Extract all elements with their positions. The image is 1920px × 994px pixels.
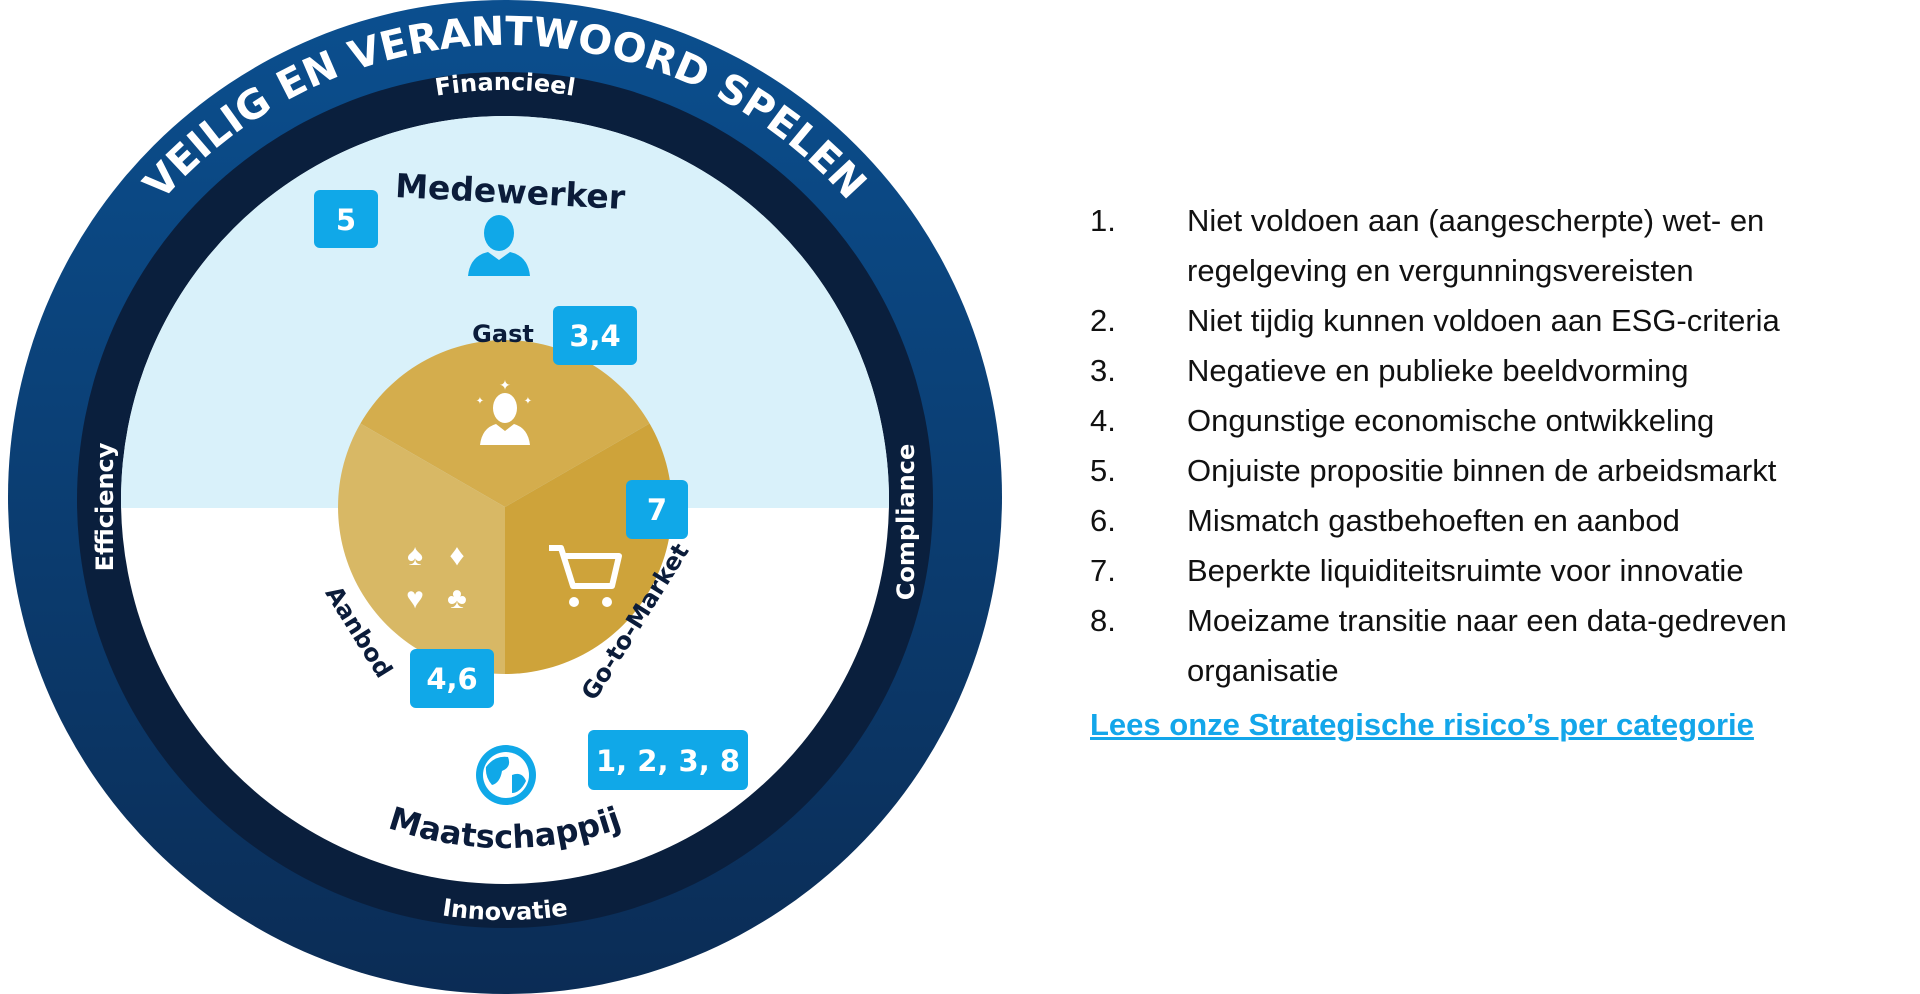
risk-text: Moeizame transitie naar een data-gedreve… (1187, 603, 1787, 688)
risk-item: 5. Onjuiste propositie binnen de arbeidsm… (1090, 446, 1910, 496)
risk-text: Mismatch gastbehoeften en aanbod (1187, 503, 1680, 538)
risk-item: 2. Niet tijdig kunnen voldoen aan ESG-cri… (1090, 296, 1910, 346)
pie-slice-aanbod (338, 423, 505, 674)
svg-text:♥: ♥ (406, 582, 424, 615)
risk-text: Onjuiste propositie binnen de arbeidsmar… (1187, 453, 1777, 488)
ring-label-efficiency: Efficiency (91, 442, 119, 571)
svg-text:7: 7 (647, 493, 667, 527)
svg-text:♠: ♠ (407, 539, 423, 572)
center-pie (338, 340, 672, 674)
risk-wheel-diagram: VEILIG EN VERANTWOORD SPELEN Financieel … (8, 0, 1002, 994)
person-icon (468, 215, 530, 276)
risk-text: Niet tijdig kunnen voldoen aan ESG-crite… (1187, 303, 1780, 338)
svg-text:✦: ✦ (476, 396, 484, 407)
gast-risk-badge: 3,4 (553, 306, 637, 365)
risk-number: 4. (1090, 403, 1116, 438)
risk-item: 8. Moeizame transitie naar een data-gedre… (1090, 596, 1910, 696)
risk-item: 3. Negatieve en publieke beeldvorming (1090, 346, 1910, 396)
ring-label-innovatie: Innovatie (441, 893, 569, 926)
ring-label-compliance: Compliance (892, 444, 920, 601)
risk-text: Beperkte liquiditeitsruimte voor innovat… (1187, 553, 1744, 588)
strategic-risks-link[interactable]: Lees onze Strategische risico’s per cate… (1090, 707, 1754, 742)
risk-number: 7. (1090, 553, 1116, 588)
risk-text: Ongunstige economische ontwikkeling (1187, 403, 1715, 438)
guest-person-icon: ✦ ✦ ✦ (476, 377, 532, 445)
pie-slice-gast (360, 340, 650, 507)
svg-text:✦: ✦ (524, 396, 532, 407)
svg-text:4,6: 4,6 (426, 662, 477, 696)
svg-text:5: 5 (336, 203, 356, 237)
aanbod-risk-badge: 4,6 (410, 649, 494, 708)
card-suits-icon: ♠ ♦ ♥ ♣ (406, 539, 467, 615)
shopping-cart-icon (549, 545, 622, 607)
svg-text:♣: ♣ (447, 582, 467, 615)
risk-number: 6. (1090, 503, 1116, 538)
risk-number: 5. (1090, 453, 1116, 488)
risk-number: 8. (1090, 603, 1116, 638)
risk-text: Niet voldoen aan (aangescherpte) wet- en… (1187, 203, 1765, 288)
risk-item: 6. Mismatch gastbehoeften en aanbod (1090, 496, 1910, 546)
globe-icon (476, 745, 536, 805)
risk-item: 7. Beperkte liquiditeitsruimte voor innov… (1090, 546, 1910, 596)
go-to-market-risk-badge: 7 (626, 480, 688, 539)
gast-label: Gast (472, 320, 534, 348)
medewerker-risk-badge: 5 (314, 190, 378, 248)
risk-item: 1. Niet voldoen aan (aangescherpte) wet- … (1090, 196, 1910, 296)
risk-number: 2. (1090, 303, 1116, 338)
center-area-top-half (121, 116, 889, 508)
svg-text:1, 2, 3, 8: 1, 2, 3, 8 (596, 744, 740, 778)
risk-list: 1. Niet voldoen aan (aangescherpte) wet- … (1090, 196, 1910, 750)
svg-text:✦: ✦ (499, 377, 511, 393)
risk-text: Negatieve en publieke beeldvorming (1187, 353, 1689, 388)
maatschappij-risk-badge: 1, 2, 3, 8 (588, 730, 748, 790)
risk-number: 3. (1090, 353, 1116, 388)
svg-text:♦: ♦ (449, 539, 464, 572)
risk-item: 4. Ongunstige economische ontwikkeling (1090, 396, 1910, 446)
svg-text:3,4: 3,4 (569, 319, 620, 353)
risk-number: 1. (1090, 203, 1116, 238)
